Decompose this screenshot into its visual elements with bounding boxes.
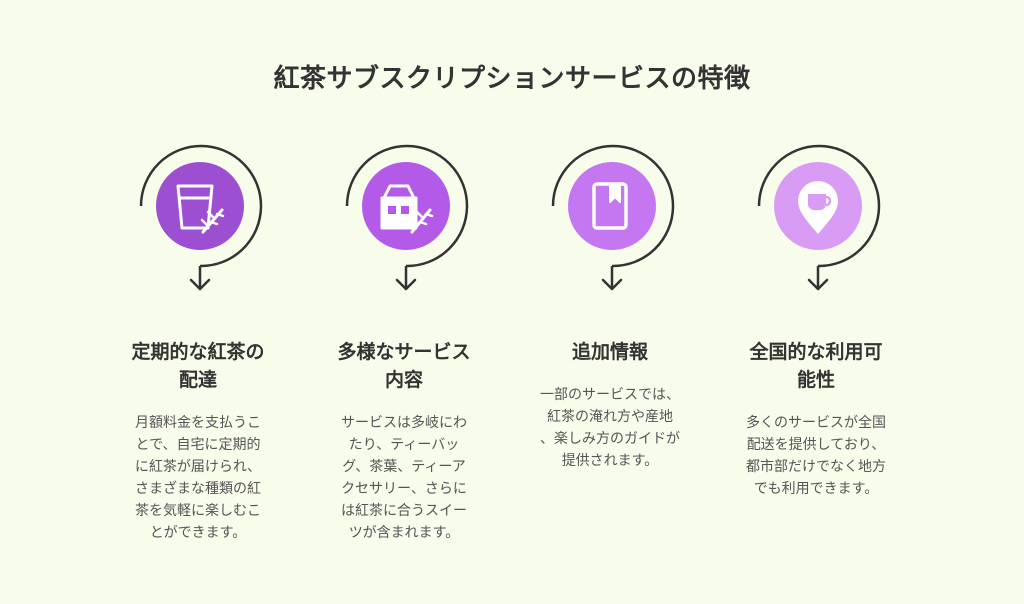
feature-description: 一部のサービスでは、 紅茶の淹れ方や産地 、楽しみ方のガイドが 提供されます。 bbox=[540, 387, 680, 469]
feature-description: サービスは多岐にわ たり、ティーバッ グ、茶葉、ティーア クセサリー、さらに は… bbox=[341, 415, 467, 541]
feature-heading: 全国的な利用可 能性 bbox=[749, 341, 883, 391]
feature-graphic bbox=[551, 144, 675, 291]
tea-glass-icon bbox=[176, 184, 225, 234]
tea-box-icon bbox=[380, 184, 434, 234]
feature-graphic bbox=[757, 144, 881, 291]
feature-graphic bbox=[345, 144, 469, 291]
page-title: 紅茶サブスクリプションサービスの特徴 bbox=[273, 64, 751, 94]
feature-description: 月額料金を支払うこ とで、自宅に定期的 に紅茶が届けられ、 さまざまな種類の紅 … bbox=[134, 415, 262, 541]
icon-circle bbox=[568, 162, 656, 250]
icon-circle bbox=[156, 162, 244, 250]
feature-heading: 追加情報 bbox=[571, 341, 648, 363]
book-icon bbox=[592, 182, 628, 230]
feature-heading: 定期的な紅茶の 配達 bbox=[131, 341, 265, 391]
cup-location-icon bbox=[798, 181, 838, 234]
feature-description: 多くのサービスが全国 配送を提供しており、 都市部だけでなく地方 でも利用できま… bbox=[746, 415, 886, 497]
feature-graphic bbox=[139, 144, 263, 291]
feature-heading: 多様なサービス 内容 bbox=[337, 341, 471, 391]
